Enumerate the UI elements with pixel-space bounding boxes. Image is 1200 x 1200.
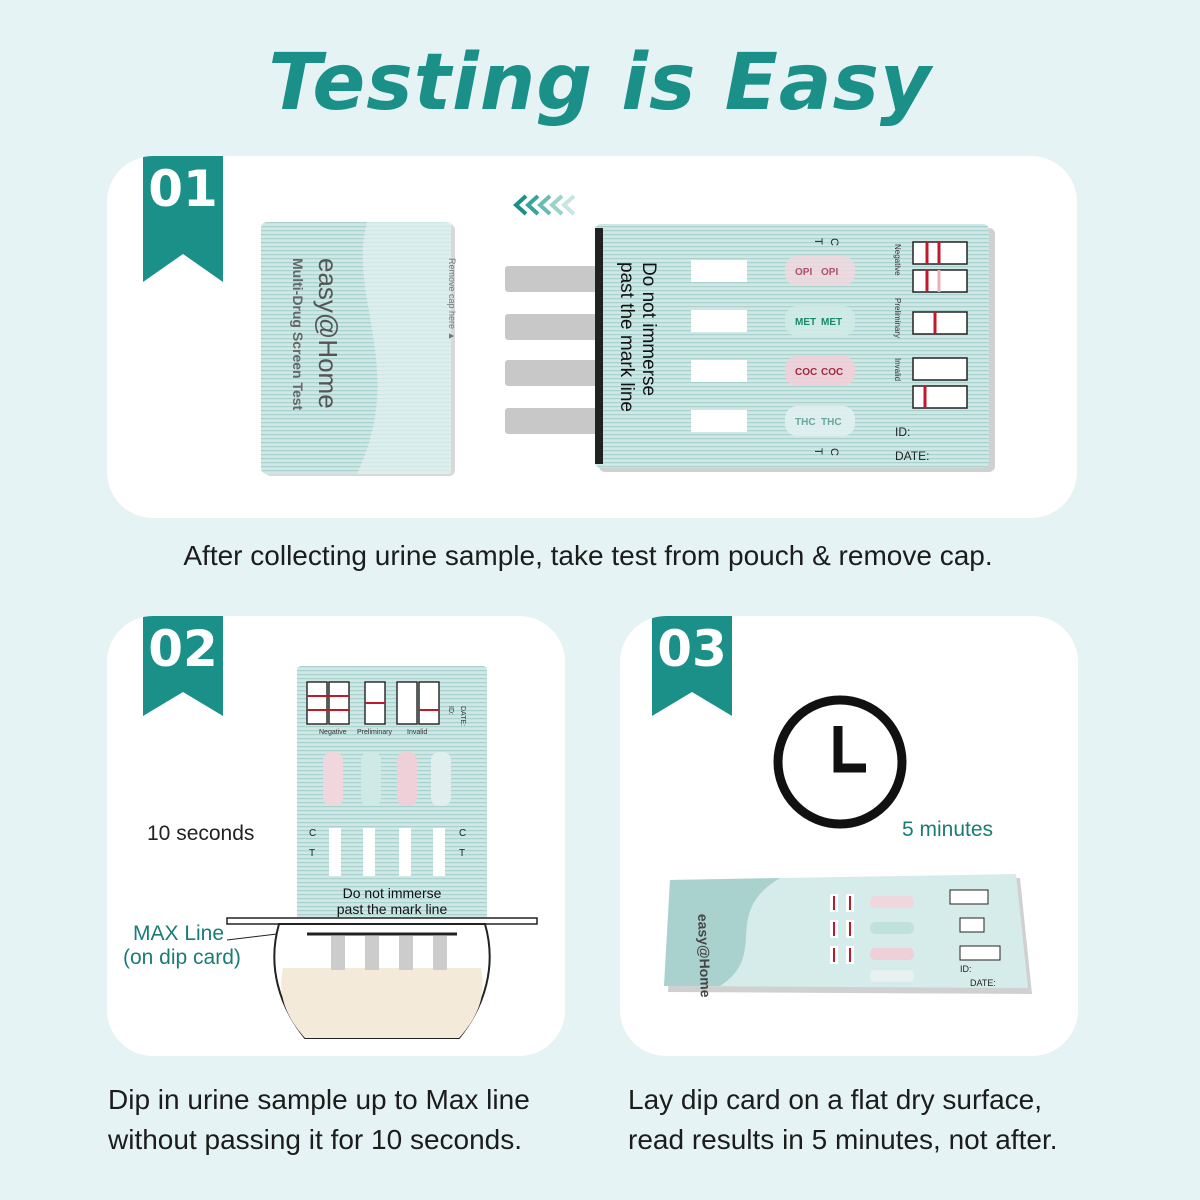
strip-tip — [505, 408, 597, 434]
drug-label: MET — [795, 317, 816, 328]
preliminary-label: Preliminary — [357, 729, 393, 736]
max-line-sublabel: (on dip card) — [123, 946, 241, 969]
step-2-caption: Dip in urine sample up to Max line witho… — [108, 1080, 578, 1160]
drug-label: COC — [795, 367, 817, 378]
t-label: T — [812, 448, 824, 455]
caption-line: read results in 5 minutes, not after. — [628, 1124, 1058, 1155]
drug-label: OPI — [795, 267, 812, 278]
duration-label: 5 minutes — [902, 818, 994, 841]
date-label: DATE: — [459, 706, 466, 726]
dip-card: OPI OPI MET MET COC COC THC THC Do not i… — [595, 224, 995, 472]
step-2-badge: 02 — [143, 616, 223, 742]
c-label: C — [309, 828, 316, 839]
product-text: Multi-Drug Screen Test — [290, 258, 306, 411]
test-cap-card: easy@Home Multi-Drug Screen Test Remove … — [261, 222, 457, 476]
invalid-label: Invalid — [407, 729, 427, 736]
drug-label: THC — [795, 417, 816, 428]
caption-line: Lay dip card on a flat dry surface, — [628, 1084, 1042, 1115]
id-label: ID: — [447, 706, 454, 715]
caption-line: without passing it for 10 seconds. — [108, 1124, 523, 1155]
strip-tip — [505, 360, 597, 386]
strip-tip — [505, 266, 597, 292]
step-3-caption: Lay dip card on a flat dry surface, read… — [628, 1080, 1148, 1160]
date-label: DATE: — [895, 449, 929, 463]
brand-text: easy@Home — [313, 258, 343, 409]
drug-label: THC — [821, 417, 842, 428]
immerse-warning: past the mark line — [337, 901, 448, 917]
drug-label: MET — [821, 317, 842, 328]
strip-tip — [505, 314, 597, 340]
immerse-warning: Do not immerse — [343, 885, 442, 901]
c-label: C — [828, 238, 840, 246]
negative-label: Negative — [893, 244, 902, 276]
remove-cap-text: Remove cap here ▲ — [447, 258, 457, 340]
immerse-warning: past the mark line — [616, 262, 637, 412]
dip-card-flat: easy@Home ID: DATE: — [664, 874, 1032, 998]
max-line-label: MAX Line — [133, 922, 225, 945]
step-2-panel: 02 10 seconds MAX Line (on dip card) Neg… — [107, 616, 565, 1056]
step-1-caption: After collecting urine sample, take test… — [183, 540, 993, 571]
step-3-badge: 03 — [652, 616, 732, 742]
id-label: ID: — [895, 425, 910, 439]
step-3-panel: 03 5 minutes easy@Home ID: DATE: — [620, 616, 1078, 1056]
step-number: 02 — [148, 620, 218, 678]
caption-line: Dip in urine sample up to Max line — [108, 1084, 530, 1115]
date-label: DATE: — [970, 978, 996, 988]
duration-label: 10 seconds — [147, 822, 255, 845]
preliminary-label: Preliminary — [893, 298, 902, 338]
c-label: C — [459, 828, 466, 839]
c-label: C — [828, 448, 840, 456]
t-label: T — [812, 238, 824, 245]
step-number: 01 — [148, 160, 218, 218]
dip-illustration: Negative Preliminary Invalid ID: DATE: C… — [226, 666, 538, 1039]
t-label: T — [459, 848, 465, 859]
drug-label: OPI — [821, 267, 838, 278]
step-1-panel: 01 easy@Home Multi-Drug Screen Test Remo… — [107, 156, 1077, 518]
page-title: Testing is Easy — [268, 38, 932, 128]
t-label: T — [309, 848, 315, 859]
step-number: 03 — [657, 620, 727, 678]
drug-label: COC — [821, 367, 843, 378]
negative-label: Negative — [319, 729, 347, 736]
step-1-badge: 01 — [143, 156, 223, 282]
immerse-warning: Do not immerse — [638, 262, 659, 396]
id-label: ID: — [960, 964, 972, 974]
clock-icon — [773, 695, 907, 829]
brand-text: easy@Home — [695, 914, 714, 998]
invalid-label: Invalid — [893, 358, 902, 381]
chevron-arrows-icon — [513, 194, 576, 216]
